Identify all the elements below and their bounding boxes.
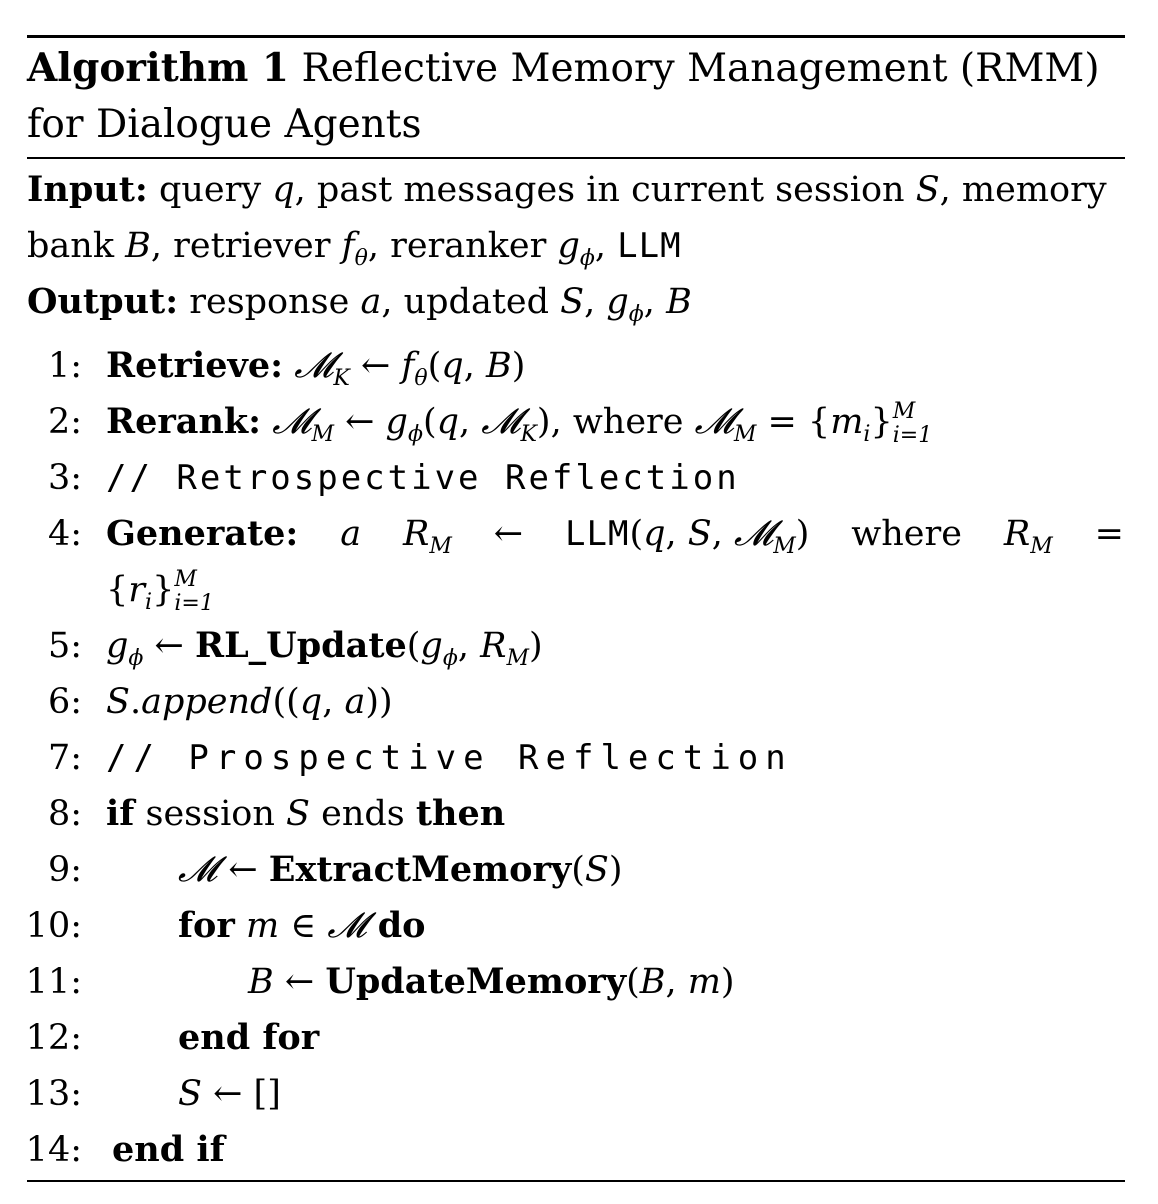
line-number: 9: bbox=[47, 850, 82, 890]
algorithm-line-5: 5: gϕ ← RL_Update(gϕ, RM) bbox=[0, 618, 1158, 674]
algorithm-line-2: 2: Rerank: 𝓜M ← gϕ(q, 𝓜K), where 𝓜M = {m… bbox=[0, 394, 1158, 450]
keyword: UpdateMemory bbox=[325, 961, 627, 1002]
line-number: 1: bbox=[47, 346, 82, 386]
input-block: Input: query q, past messages in current… bbox=[27, 162, 1132, 274]
algorithm-line-12: 12: end for bbox=[0, 1010, 1158, 1066]
line-content: if session S ends then bbox=[106, 793, 506, 834]
input-label: Input: bbox=[27, 169, 148, 210]
line-number: 10: bbox=[25, 906, 82, 946]
keyword: end for bbox=[178, 1017, 320, 1058]
line-content: Rerank: 𝓜M ← gϕ(q, 𝓜K), where 𝓜M = {mi}M… bbox=[106, 398, 933, 448]
keyword: Generate: bbox=[106, 513, 299, 554]
keyword: ExtractMemory bbox=[268, 849, 572, 890]
line-number: 4: bbox=[47, 514, 82, 554]
line-content: for m ∈ 𝓜 do bbox=[178, 905, 426, 946]
algorithm-line-11: 11: B ← UpdateMemory(B, m) bbox=[0, 954, 1158, 1010]
keyword: Retrieve: bbox=[106, 345, 284, 386]
input-text: query q, past messages in current sessio… bbox=[27, 170, 1107, 271]
output-label: Output: bbox=[27, 281, 179, 322]
keyword: end if bbox=[112, 1129, 225, 1170]
algorithm-label: Algorithm 1 bbox=[27, 45, 290, 91]
line-content: end for bbox=[178, 1010, 319, 1066]
line-number: 8: bbox=[47, 794, 82, 834]
algorithm-line-9: 9: 𝓜 ← ExtractMemory(S) bbox=[0, 842, 1158, 898]
line-number: 12: bbox=[25, 1018, 82, 1058]
algorithm-line-3: 3: // Retrospective Reflection bbox=[0, 450, 1158, 506]
keyword: then bbox=[415, 793, 506, 834]
line-number: 6: bbox=[47, 682, 82, 722]
algorithm-line-7: 7: // Prospective Reflection bbox=[0, 730, 1158, 786]
line-content: Retrieve: 𝓜K ← fθ(q, B) bbox=[106, 345, 526, 391]
algorithm-line-1: 1: Retrieve: 𝓜K ← fθ(q, B) bbox=[0, 338, 1158, 394]
line-number: 7: bbox=[47, 738, 82, 778]
comment-retrospective: // Retrospective Reflection bbox=[106, 458, 740, 498]
line-number: 2: bbox=[47, 402, 82, 442]
algorithm-line-14: 14: end if bbox=[0, 1122, 1158, 1178]
line-number: 5: bbox=[47, 626, 82, 666]
algorithm-caption: Algorithm 1 Reflective Memory Management… bbox=[27, 40, 1127, 153]
top-rule bbox=[27, 35, 1125, 38]
keyword: for bbox=[178, 905, 235, 946]
line-content: 𝓜 ← ExtractMemory(S) bbox=[178, 849, 623, 890]
algorithm-line-8: 8: if session S ends then bbox=[0, 786, 1158, 842]
keyword: if bbox=[106, 793, 135, 834]
algorithm-title: Reflective Memory Management (RMM) for D… bbox=[27, 46, 1100, 147]
line-content: B ← UpdateMemory(B, m) bbox=[248, 961, 735, 1002]
line-number: 13: bbox=[25, 1074, 82, 1114]
algorithm-line-13: 13: S ← [] bbox=[0, 1066, 1158, 1122]
comment-prospective: // Prospective Reflection bbox=[106, 738, 793, 778]
output-text: response a, updated S, gϕ, B bbox=[189, 282, 692, 327]
algorithm-line-10: 10: for m ∈ 𝓜 do bbox=[0, 898, 1158, 954]
line-content: end if bbox=[112, 1122, 225, 1178]
algorithm-line-6: 6: S.append((q, a)) bbox=[0, 674, 1158, 730]
bottom-rule bbox=[27, 1180, 1125, 1182]
line-number: 3: bbox=[47, 458, 82, 498]
keyword: RL_Update bbox=[194, 625, 407, 666]
line-content: gϕ ← RL_Update(gϕ, RM) bbox=[106, 625, 543, 671]
line-number: 11: bbox=[25, 962, 82, 1002]
line-number: 14: bbox=[25, 1130, 82, 1170]
keyword: Rerank: bbox=[106, 401, 262, 442]
output-block: Output: response a, updated S, gϕ, B bbox=[27, 274, 1132, 330]
keyword: do bbox=[377, 905, 426, 946]
caption-rule bbox=[27, 157, 1125, 159]
line-content: S.append((q, a)) bbox=[106, 682, 393, 722]
line-content: S ← [] bbox=[178, 1074, 281, 1114]
